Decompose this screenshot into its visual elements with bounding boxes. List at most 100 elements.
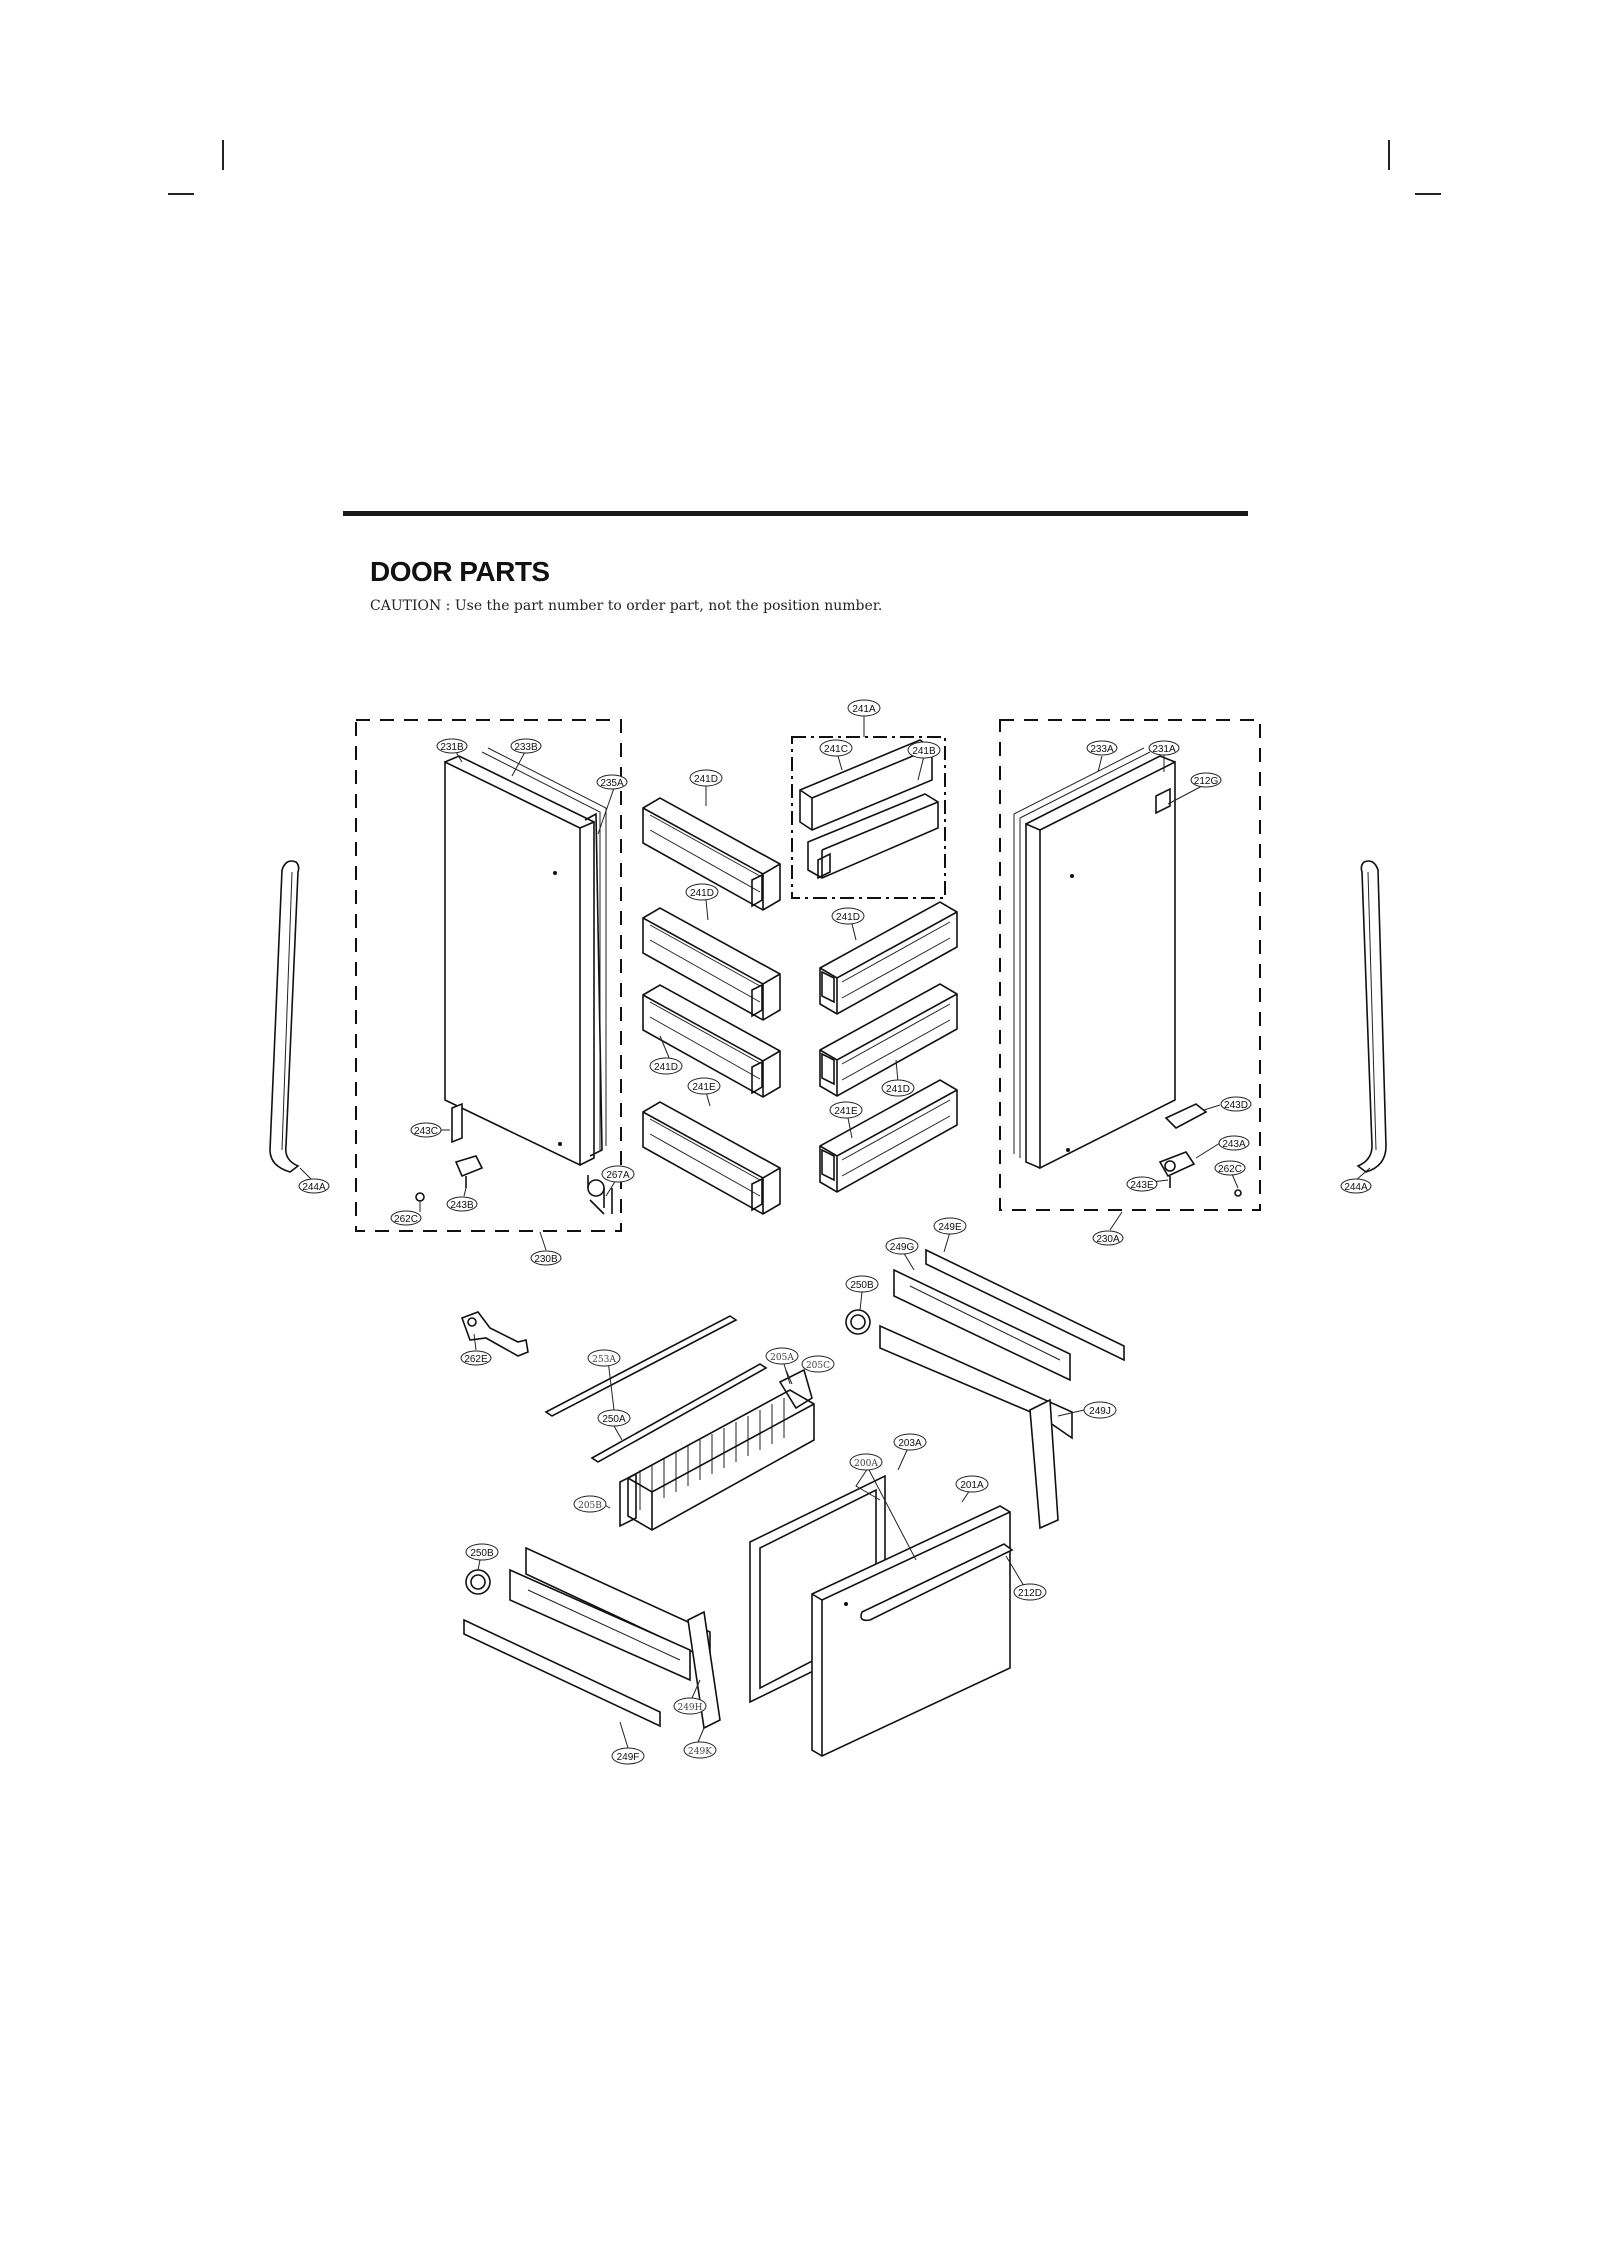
label-241E-1: 241E — [687, 1077, 721, 1095]
svg-text:231A: 231A — [1152, 744, 1176, 755]
label-205C: 205C — [801, 1355, 835, 1373]
label-249H: 249H — [673, 1697, 707, 1715]
label-230B: 230B — [530, 1250, 562, 1266]
right-door-group-box — [999, 719, 1261, 1211]
svg-text:249E: 249E — [938, 1222, 962, 1233]
svg-text:250B: 250B — [850, 1280, 874, 1291]
label-262C-left: 262C — [390, 1210, 422, 1226]
svg-text:250A: 250A — [602, 1414, 626, 1425]
svg-text:241E: 241E — [692, 1082, 716, 1093]
svg-text:249K: 249K — [688, 1747, 712, 1757]
dairy-bin — [799, 739, 939, 880]
svg-text:249H: 249H — [677, 1703, 702, 1713]
svg-text:200A: 200A — [854, 1459, 878, 1469]
label-241D-4: 241D — [649, 1057, 683, 1075]
svg-text:205B: 205B — [578, 1501, 602, 1511]
door-bin-left-1 — [642, 797, 781, 911]
crop-mark — [222, 140, 224, 170]
label-241A: 241A — [847, 699, 881, 717]
label-249J: 249J — [1083, 1401, 1117, 1419]
caution-note: CAUTION : Use the part number to order p… — [370, 598, 883, 614]
crop-mark — [1388, 140, 1390, 170]
label-250B-top: 250B — [845, 1275, 879, 1293]
svg-text:241A: 241A — [852, 704, 876, 715]
svg-text:233B: 233B — [514, 742, 538, 753]
crop-mark — [1415, 193, 1441, 195]
label-241D-5: 241D — [881, 1079, 915, 1097]
label-267A: 267A — [601, 1165, 635, 1183]
svg-text:231B: 231B — [440, 742, 464, 753]
label-231B: 231B — [436, 738, 468, 754]
left-door — [444, 747, 607, 1167]
right-handle — [1356, 860, 1387, 1173]
label-212G: 212G — [1190, 772, 1222, 788]
door-bin-right-1 — [819, 901, 958, 1015]
label-253A: 253A — [587, 1349, 621, 1367]
svg-text:212G: 212G — [1194, 776, 1219, 787]
svg-text:243E: 243E — [1130, 1180, 1154, 1191]
left-door-hinge — [415, 1102, 484, 1202]
left-door-group-box — [355, 719, 622, 1232]
svg-text:250B: 250B — [470, 1548, 494, 1559]
label-262C-right: 262C — [1214, 1160, 1246, 1176]
svg-text:230B: 230B — [534, 1254, 558, 1265]
label-244A-left: 244A — [298, 1178, 330, 1194]
label-249G: 249G — [885, 1237, 919, 1255]
svg-text:243B: 243B — [450, 1200, 474, 1211]
label-201A: 201A — [955, 1475, 989, 1493]
right-door-hinge — [1158, 1103, 1242, 1197]
bracket-249G — [893, 1268, 1071, 1382]
label-249F: 249F — [611, 1747, 645, 1765]
svg-text:243C: 243C — [414, 1126, 438, 1137]
label-250B-bottom: 250B — [465, 1543, 499, 1561]
svg-text:249J: 249J — [1089, 1406, 1111, 1417]
label-243C: 243C — [410, 1122, 442, 1138]
label-244A-right: 244A — [1340, 1178, 1372, 1194]
svg-text:244A: 244A — [1344, 1182, 1368, 1193]
svg-text:267A: 267A — [606, 1170, 630, 1181]
label-205A: 205A — [765, 1347, 799, 1365]
label-243A: 243A — [1218, 1135, 1250, 1151]
rail-249E — [925, 1248, 1125, 1362]
label-241B: 241B — [907, 741, 941, 759]
label-235A: 235A — [596, 774, 628, 790]
gear-bottom — [465, 1569, 491, 1595]
label-231A: 231A — [1148, 740, 1180, 756]
label-250A: 250A — [597, 1409, 631, 1427]
label-243E: 243E — [1126, 1176, 1158, 1192]
label-233A: 233A — [1086, 740, 1118, 756]
svg-text:262C: 262C — [1218, 1164, 1242, 1175]
svg-text:205C: 205C — [806, 1361, 830, 1371]
label-205B: 205B — [573, 1495, 607, 1513]
svg-text:241D: 241D — [836, 912, 860, 923]
svg-text:205A: 205A — [770, 1353, 794, 1363]
left-ice-hose — [587, 1175, 613, 1215]
label-241D-1: 241D — [689, 769, 723, 787]
dairy-bin-group-box — [791, 736, 946, 899]
svg-text:212D: 212D — [1018, 1588, 1042, 1599]
label-241C: 241C — [819, 739, 853, 757]
door-bin-right-3 — [819, 1079, 958, 1193]
label-249E: 249E — [933, 1217, 967, 1235]
crop-mark — [168, 193, 194, 195]
svg-text:241B: 241B — [912, 746, 936, 757]
drawer-rail-253A — [544, 1315, 738, 1417]
rail-249F — [463, 1618, 661, 1728]
door-bin-left-2 — [642, 907, 781, 1021]
wrench-tool — [460, 1311, 529, 1357]
label-241D-3: 241D — [831, 907, 865, 925]
label-249K: 249K — [683, 1741, 717, 1759]
svg-text:241D: 241D — [886, 1084, 910, 1095]
gear-top — [845, 1309, 871, 1335]
label-233B: 233B — [510, 738, 542, 754]
svg-text:262C: 262C — [394, 1214, 418, 1225]
svg-text:241C: 241C — [824, 744, 848, 755]
drawer-rail-250A — [590, 1363, 768, 1463]
svg-text:203A: 203A — [898, 1438, 922, 1449]
svg-text:249F: 249F — [617, 1752, 640, 1763]
drawer-basket — [619, 1368, 815, 1531]
svg-text:253A: 253A — [592, 1355, 616, 1365]
svg-text:201A: 201A — [960, 1480, 984, 1491]
right-door — [1013, 747, 1176, 1170]
